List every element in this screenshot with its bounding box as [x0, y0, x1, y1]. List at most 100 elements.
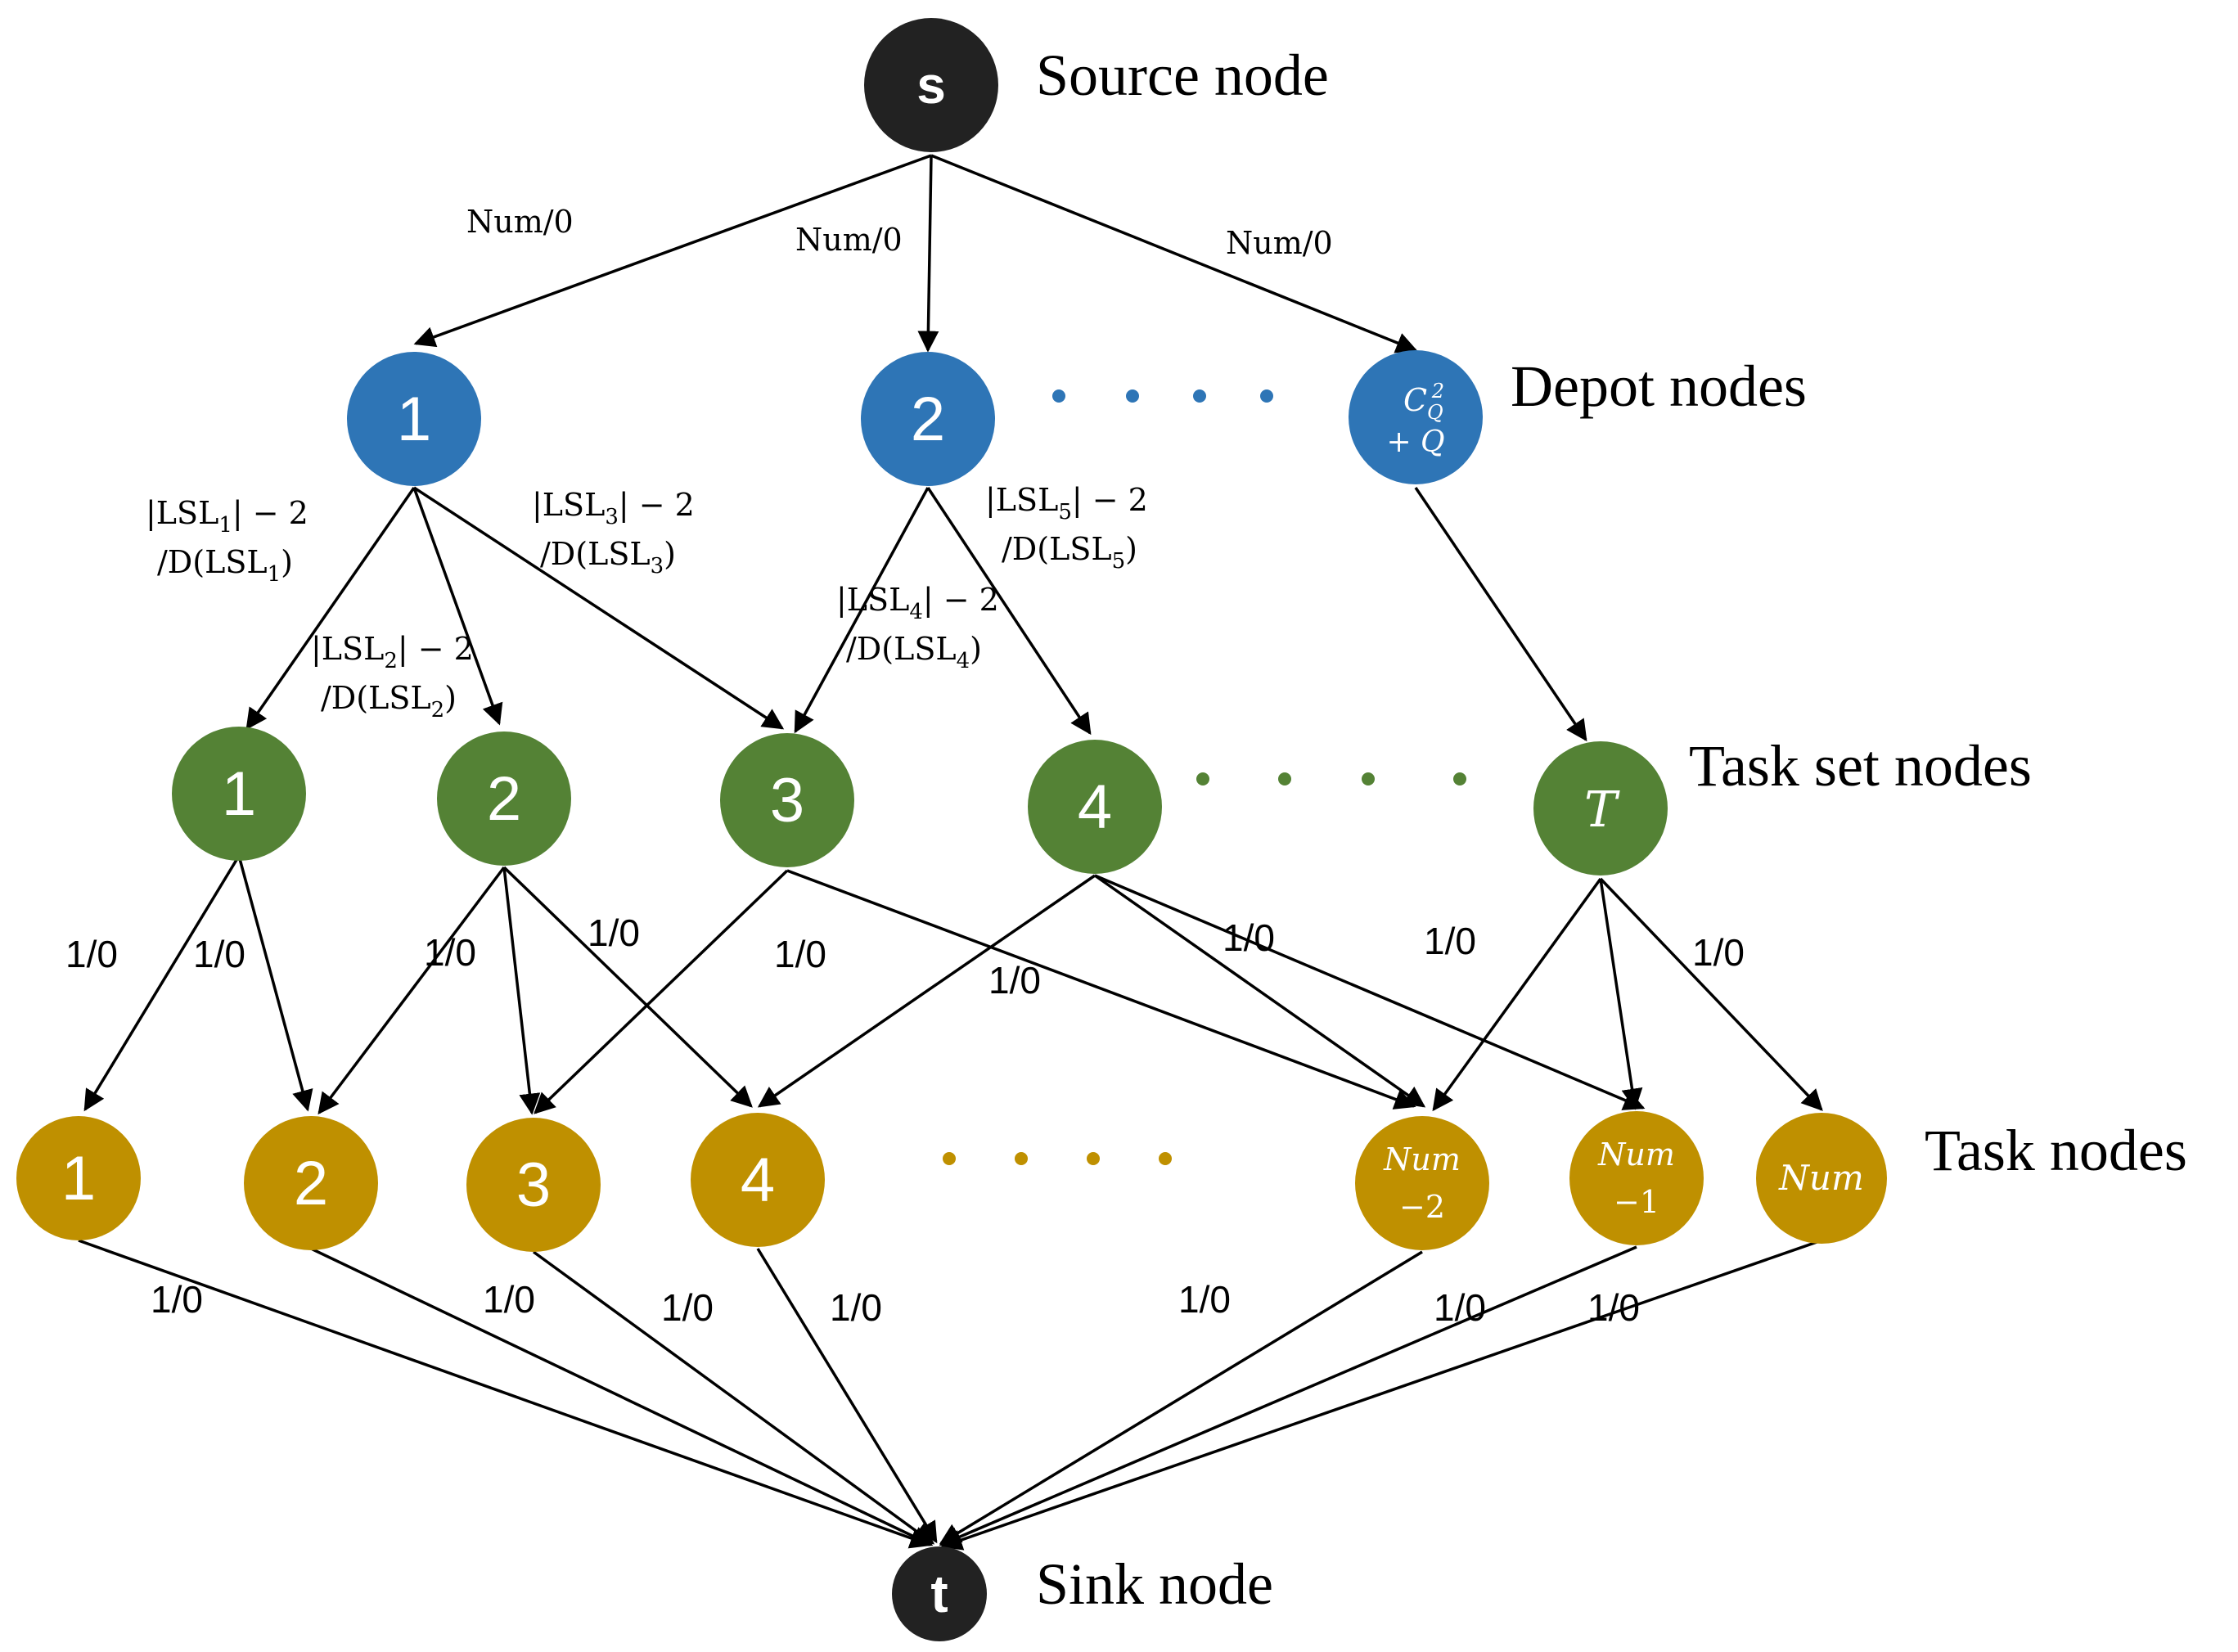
svg-text:CQ2: CQ2	[1403, 380, 1444, 424]
svg-text:|LSL2| − 2: |LSL2| − 2	[311, 631, 474, 673]
edge-ts4-tn1	[1094, 874, 1646, 1110]
edge-label-ts4-tn1: 1/0	[1424, 920, 1476, 962]
tier-label-source: Source node	[1036, 43, 1329, 108]
edge-label-t4-sink: 1/0	[830, 1286, 882, 1329]
edge-t2-sink	[307, 1245, 934, 1546]
tier-label-task-set: Task set nodes	[1689, 733, 2032, 799]
depot-node-2: 2	[861, 352, 995, 486]
svg-text:−2: −2	[1399, 1189, 1445, 1225]
edge-s-d1	[413, 154, 932, 348]
svg-text:/D(LSL4): /D(LSL4)	[846, 631, 982, 673]
svg-text:2: 2	[487, 764, 521, 834]
edge-label-lsl3: |LSL3| − 2 /D(LSL3)	[532, 487, 695, 578]
svg-text:/D(LSL3): /D(LSL3)	[540, 536, 676, 578]
edge-label-t1-sink: 1/0	[151, 1278, 203, 1321]
task-node-3: 3	[466, 1118, 601, 1252]
edge-tsT-tn1	[1599, 878, 1643, 1110]
task-node-2: 2	[244, 1116, 378, 1250]
edge-ts2-t2	[317, 866, 506, 1115]
edge-label-lsl2: |LSL2| − 2 /D(LSL2)	[311, 631, 474, 722]
task-node-num-minus-2: Num −2	[1355, 1116, 1489, 1250]
task-node-4: 4	[691, 1113, 825, 1247]
edge-label-lsl5: |LSL5| − 2 /D(LSL5)	[985, 482, 1148, 574]
svg-text:|LSL3| − 2: |LSL3| − 2	[532, 487, 695, 529]
svg-text:1: 1	[222, 759, 256, 829]
edge-label-s-d1: Num/0	[466, 204, 574, 240]
edge-ts3-t3	[534, 869, 789, 1114]
edge-d1-ts1	[245, 487, 416, 731]
depot-node-last: CQ2 + Q	[1349, 350, 1483, 484]
edge-label-ts3-t3: 1/0	[774, 933, 826, 975]
task-node-num: Num	[1756, 1113, 1887, 1244]
svg-text:1: 1	[397, 385, 431, 454]
svg-text:|LSL1| − 2: |LSL1| − 2	[146, 495, 308, 538]
edge-label-ts3-tn2: 1/0	[988, 959, 1041, 1002]
depot-node-1: 1	[347, 352, 481, 486]
task-set-dots	[1196, 772, 1466, 785]
edge-label-tn1-sink: 1/0	[1434, 1286, 1486, 1329]
svg-text:+ Q: + Q	[1386, 425, 1444, 459]
task-set-node-1: 1	[172, 727, 306, 861]
svg-text:t: t	[930, 1564, 948, 1623]
svg-text:1: 1	[61, 1144, 96, 1213]
edge-labels: Num/0 Num/0 Num/0 |LSL1| − 2 /D(LSL1) |L…	[65, 204, 1745, 1329]
svg-text:3: 3	[516, 1150, 551, 1220]
edge-tn1-sink	[939, 1245, 1637, 1547]
edge-label-tn2-sink: 1/0	[1178, 1278, 1231, 1321]
edge-d3-tsT	[1414, 487, 1587, 742]
edge-label-ts4-tn2: 1/0	[1223, 916, 1275, 959]
tier-label-task: Task nodes	[1925, 1118, 2187, 1183]
edge-tn-sink	[940, 1239, 1822, 1551]
task-dots	[943, 1152, 1172, 1165]
svg-text:/D(LSL2): /D(LSL2)	[321, 680, 457, 722]
svg-text:/D(LSL1): /D(LSL1)	[157, 544, 293, 587]
edge-ts3-tn2	[786, 869, 1416, 1110]
edge-d2-ts4	[926, 487, 1092, 736]
svg-text:Num: Num	[1383, 1141, 1461, 1177]
svg-text:−1: −1	[1614, 1184, 1659, 1220]
task-node-num-minus-1: Num −1	[1569, 1111, 1704, 1245]
edge-s-d3	[930, 154, 1418, 353]
svg-text:|LSL5| − 2: |LSL5| − 2	[985, 482, 1148, 524]
edge-label-t2-sink: 1/0	[483, 1278, 535, 1321]
edge-s-d2	[917, 155, 939, 353]
svg-text:Num: Num	[1597, 1137, 1675, 1173]
edge-label-s-d2: Num/0	[795, 222, 903, 258]
source-node: s	[864, 18, 998, 152]
edge-ts2-t4	[502, 866, 753, 1108]
svg-text:Num: Num	[1778, 1158, 1864, 1198]
edge-ts2-t3	[502, 867, 541, 1115]
edge-label-s-d3: Num/0	[1226, 225, 1333, 261]
depot-dots	[1052, 389, 1273, 403]
tier-label-sink: Sink node	[1036, 1551, 1273, 1617]
sink-node: t	[892, 1546, 987, 1641]
edge-label-lsl1: |LSL1| − 2 /D(LSL1)	[146, 495, 308, 587]
edge-ts4-tn2	[1093, 874, 1426, 1108]
svg-text:3: 3	[770, 766, 804, 835]
edge-t3-sink	[532, 1250, 935, 1545]
svg-text:s: s	[916, 56, 946, 115]
edge-ts4-t4	[757, 874, 1096, 1108]
edge-label-ts2-t2: 1/0	[424, 931, 476, 974]
svg-text:T: T	[1584, 781, 1620, 839]
svg-text:|LSL4| − 2: |LSL4| − 2	[836, 582, 999, 624]
task-set-node-3: 3	[720, 733, 854, 867]
edge-ts1-t2	[237, 855, 313, 1112]
edge-d1-ts2	[412, 487, 503, 726]
svg-text:4: 4	[1078, 772, 1112, 842]
edge-t1-sink	[78, 1239, 932, 1549]
edge-tsT-tn	[1599, 877, 1823, 1111]
task-set-node-t: T	[1533, 741, 1668, 876]
edge-label-ts1-t1: 1/0	[65, 933, 118, 975]
edge-tn2-sink	[939, 1250, 1423, 1545]
edge-label-tn-sink: 1/0	[1587, 1286, 1640, 1329]
svg-text:2: 2	[911, 385, 945, 454]
edge-ts1-t1	[83, 855, 241, 1112]
edge-label-ts2-t4: 1/0	[588, 912, 640, 954]
svg-text:4: 4	[741, 1146, 775, 1215]
edge-d1-ts3	[413, 486, 785, 730]
svg-text:2: 2	[294, 1149, 328, 1218]
edges	[78, 154, 1823, 1551]
task-node-1: 1	[16, 1116, 141, 1240]
edge-d2-ts3	[794, 487, 930, 734]
